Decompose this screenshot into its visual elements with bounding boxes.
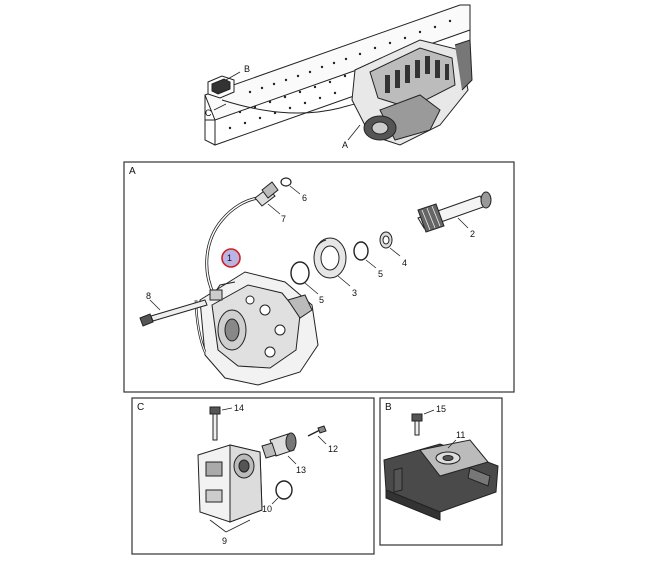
- connector-part-13: [261, 432, 297, 459]
- part-11-label: 11: [456, 430, 465, 440]
- part-4-label: 4: [402, 258, 407, 268]
- overview-illustration: B C A: [204, 4, 473, 150]
- callout-b-label: B: [244, 64, 250, 74]
- panel-a: A 1 7: [123, 161, 515, 393]
- callout-c-label: C: [205, 108, 212, 118]
- o-ring-part-6: [280, 177, 292, 187]
- part-6-label: 6: [302, 193, 307, 203]
- o-ring-part-5-right: [353, 241, 369, 261]
- control-unit-part-11: [383, 439, 499, 521]
- part-2-label: 2: [470, 229, 475, 239]
- part-12-label: 12: [328, 444, 338, 454]
- panel-a-frame: [123, 161, 515, 393]
- o-ring-part-5-left: [290, 261, 310, 285]
- pin-part-12: [307, 425, 327, 437]
- highlight-ring-part-1: [221, 248, 241, 268]
- part-15-label: 15: [436, 404, 446, 414]
- retarder-housing-part-1: [194, 196, 319, 386]
- bolt-part-8: [139, 299, 208, 327]
- part-14-label: 14: [234, 403, 244, 413]
- shaft-part-2: [417, 191, 492, 233]
- part-3-label: 3: [352, 288, 357, 298]
- part-5-left-label: 5: [319, 295, 324, 305]
- ring-part-4: [379, 231, 393, 249]
- part-1-label: 1: [227, 253, 232, 263]
- panel-b-frame: [379, 397, 503, 546]
- part-9-label: 9: [222, 536, 227, 546]
- panel-b-letter: B: [385, 402, 392, 413]
- panel-c-letter: C: [137, 402, 144, 413]
- module-bracket: [207, 75, 235, 99]
- bolt-part-14: [209, 406, 221, 441]
- part-13-label: 13: [296, 465, 306, 475]
- bearing-part-3: [313, 237, 347, 279]
- panel-a-letter: A: [129, 166, 136, 177]
- transmission-assembly: [351, 39, 473, 146]
- part-10-label: 10: [262, 504, 272, 514]
- part-5-right-label: 5: [378, 269, 383, 279]
- callout-a-label: A: [342, 140, 348, 150]
- o-ring-part-10: [275, 480, 293, 500]
- part-7-label: 7: [281, 214, 286, 224]
- panel-c: C 14 9 10 13: [131, 397, 375, 555]
- screw-part-15: [411, 413, 423, 436]
- part-8-label: 8: [146, 291, 151, 301]
- panel-c-frame: [131, 397, 375, 555]
- valve-block-part-9: [197, 444, 263, 523]
- fitting-part-7: [254, 181, 279, 207]
- panel-b: B 15 11: [379, 397, 503, 546]
